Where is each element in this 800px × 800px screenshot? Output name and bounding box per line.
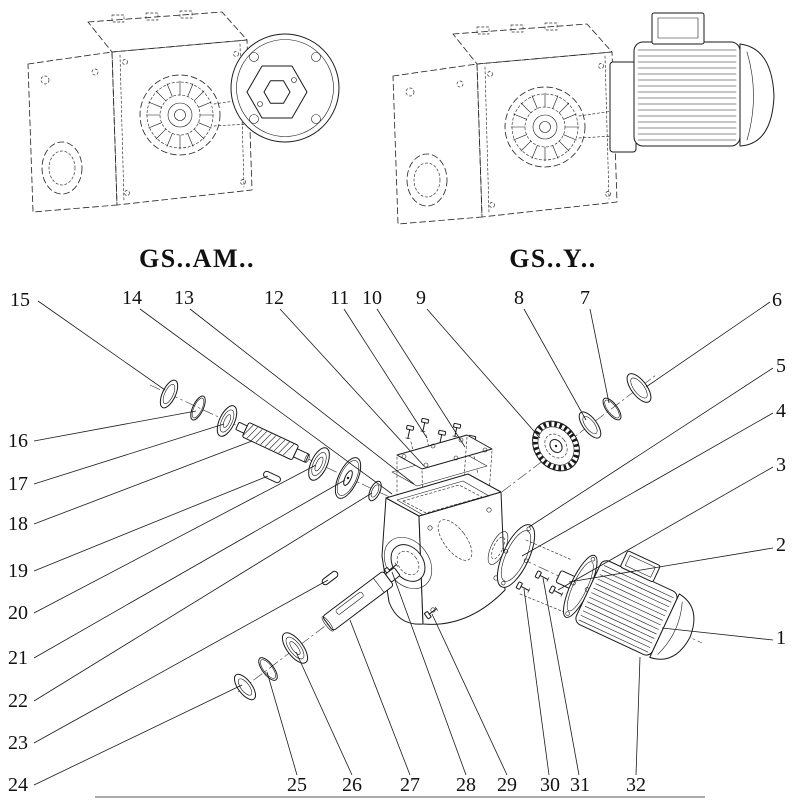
callout-leader-1	[661, 627, 774, 641]
part-bearing-output	[281, 632, 309, 664]
callout-leader-17	[33, 423, 225, 485]
part-circlip-gear	[602, 397, 622, 421]
part-retaining-ring	[626, 373, 652, 403]
part-shim-disc	[334, 457, 362, 499]
callout-number-29: 29	[497, 774, 517, 796]
callout-leader-24	[33, 684, 243, 786]
exploded-view	[149, 373, 703, 701]
callout-leader-30	[523, 588, 550, 776]
callout-leader-19	[33, 475, 269, 572]
callout-number-1: 1	[776, 627, 786, 649]
callout-number-19: 19	[8, 560, 28, 582]
callout-leader-7	[589, 308, 610, 404]
part-motor	[555, 550, 695, 660]
callout-leader-14	[139, 308, 393, 495]
callout-number-16: 16	[8, 430, 28, 452]
callout-number-32: 32	[626, 774, 646, 796]
part-worm-gear	[532, 420, 580, 472]
callout-number-13: 13	[174, 287, 194, 309]
callout-number-17: 17	[8, 473, 28, 495]
part-key-input	[263, 470, 281, 484]
callout-leader-6	[645, 301, 771, 388]
callout-leader-11	[343, 308, 428, 439]
callout-leader-32	[635, 656, 641, 776]
callout-leader-10	[376, 308, 466, 448]
callout-leader-22	[33, 492, 373, 702]
gearbox-am-drawing	[28, 11, 340, 212]
callout-number-25: 25	[287, 774, 307, 796]
callout-number-11: 11	[330, 287, 349, 309]
callout-number-14: 14	[122, 287, 142, 309]
callout-number-12: 12	[264, 287, 284, 309]
callout-leader-2	[568, 547, 774, 583]
callout-number-20: 20	[8, 602, 28, 624]
part-housing	[381, 473, 509, 625]
callout-number-23: 23	[8, 732, 28, 754]
part-bearing-input-2	[308, 447, 330, 481]
callout-number-28: 28	[456, 774, 476, 796]
callout-leader-20	[33, 464, 317, 614]
part-washer-output	[233, 673, 257, 701]
output-flange-drawing	[230, 33, 340, 143]
callout-leader-13	[189, 308, 415, 485]
callout-number-5: 5	[776, 355, 786, 377]
part-motor-flange-cover	[496, 524, 536, 588]
callout-leader-21	[33, 479, 346, 659]
callout-leader-5	[528, 367, 774, 528]
callout-number-30: 30	[540, 774, 560, 796]
callout-number-27: 27	[400, 774, 420, 796]
callout-leader-28	[391, 571, 467, 776]
callout-leader-3	[557, 466, 774, 591]
callout-number-24: 24	[8, 774, 28, 796]
part-top-cover	[396, 434, 493, 470]
part-oil-seal	[159, 379, 179, 409]
variant-am-label: GS..AM..	[139, 244, 255, 273]
callout-number-10: 10	[362, 287, 382, 309]
callout-leader-12	[279, 308, 425, 467]
variant-y-label: GS..Y..	[509, 244, 597, 273]
callout-number-21: 21	[8, 647, 28, 669]
callout-number-22: 22	[8, 690, 28, 712]
callout-number-31: 31	[570, 774, 590, 796]
part-worm-shaft	[235, 421, 310, 463]
callout-number-18: 18	[8, 513, 28, 535]
part-bearing-input	[216, 405, 238, 437]
callout-number-4: 4	[776, 400, 786, 422]
callout-number-6: 6	[772, 289, 782, 311]
callout-leader-15	[37, 300, 166, 391]
part-circlip-output	[258, 657, 278, 681]
callout-leader-8	[523, 308, 587, 421]
callout-leader-18	[33, 440, 253, 525]
callout-number-26: 26	[342, 774, 362, 796]
callout-leader-29	[431, 613, 508, 776]
gearbox-y-drawing	[393, 12, 775, 224]
part-circlip-input	[190, 395, 206, 421]
part-washer-gear	[578, 411, 602, 439]
motor-drawing	[609, 12, 775, 153]
callout-number-7: 7	[580, 287, 590, 309]
callout-number-2: 2	[776, 534, 786, 556]
callout-number-9: 9	[416, 287, 426, 309]
callout-number-15: 15	[10, 289, 30, 311]
callout-leader-31	[542, 577, 580, 776]
callout-leader-16	[33, 410, 197, 442]
callout-leader-25	[266, 671, 298, 776]
callout-number-3: 3	[776, 454, 786, 476]
callout-leader-26	[295, 651, 353, 776]
callout-leader-23	[33, 579, 329, 744]
part-output-shaft	[321, 567, 401, 632]
callout-leader-27	[349, 619, 411, 776]
part-spacer-ring	[368, 480, 382, 502]
callout-leader-9	[426, 308, 541, 439]
callout-leader-4	[521, 412, 774, 557]
callout-number-8: 8	[514, 287, 524, 309]
part-key-output	[321, 570, 339, 586]
